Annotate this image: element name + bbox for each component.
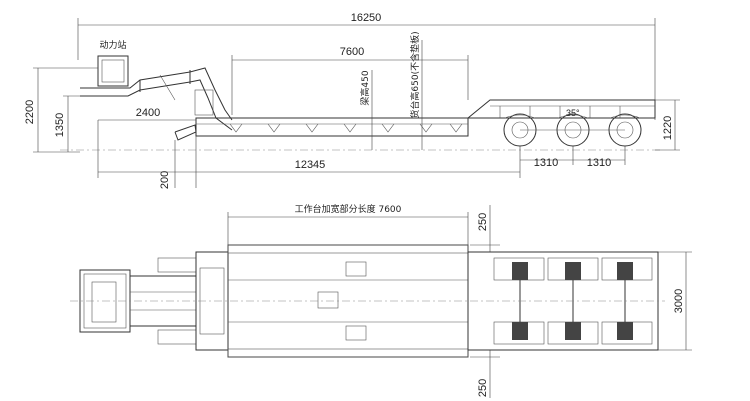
side-extension-bottom	[227, 348, 469, 358]
gooseneck	[80, 67, 233, 121]
dim-overall-width: 3000	[673, 289, 685, 313]
dim-overall-length: 16250	[351, 12, 382, 24]
dim-gooseneck-length: 2400	[136, 107, 160, 119]
tire-2b	[565, 322, 581, 340]
axle-group-top	[512, 262, 633, 340]
tire-3b	[617, 322, 633, 340]
label-beam-height: 梁高450	[359, 70, 371, 105]
side-extension-top	[227, 244, 469, 254]
dim-axle-spacing-2: 1310	[587, 157, 611, 169]
tire-3a	[617, 262, 633, 280]
dim-axle-spacing-1: 1310	[534, 157, 558, 169]
wheel-group-side	[503, 113, 642, 147]
label-platform-width-length: 工作台加宽部分长度 7600	[295, 203, 402, 215]
dim-wheelbase: 12345	[295, 159, 326, 171]
tire-2a	[565, 262, 581, 280]
power-station-label: 动力站	[99, 39, 126, 51]
dim-side-ext-bottom: 250	[477, 379, 489, 397]
tire-1b	[512, 322, 528, 340]
power-station	[97, 55, 129, 87]
label-deck-height: 货台高650(不含垫板)	[409, 31, 421, 118]
dim-deck-length: 7600	[340, 46, 364, 58]
dim-neck-height: 1350	[54, 113, 66, 137]
top-view: 工作台加宽部分长度 7600 250 250	[70, 203, 692, 398]
dim-total-height: 2200	[24, 100, 36, 124]
axle-note: 35°	[566, 108, 580, 118]
side-view: 16250 7600 动力站	[24, 12, 680, 189]
dim-side-ext-top: 250	[477, 213, 489, 231]
dim-front-overhang: 200	[159, 171, 171, 189]
lowbed-deck	[195, 117, 469, 137]
tire-1a	[512, 262, 528, 280]
dim-rear-height: 1220	[662, 116, 674, 140]
